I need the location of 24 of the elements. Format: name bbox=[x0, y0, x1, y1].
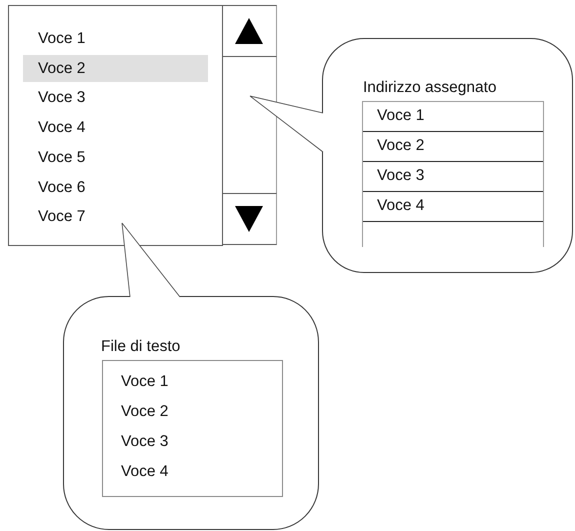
callout-pointer bbox=[122, 222, 180, 298]
list-item: Voce 3 bbox=[38, 89, 86, 108]
callout-heading: File di testo bbox=[101, 338, 180, 356]
callout-heading: Indirizzo assegnato bbox=[363, 79, 497, 97]
speech-bubble bbox=[322, 38, 573, 273]
text-file-box bbox=[102, 360, 283, 497]
table-cell: Voce 2 bbox=[377, 137, 424, 155]
speech-bubble bbox=[63, 296, 319, 530]
table-cell: Voce 3 bbox=[377, 167, 424, 185]
list-item: Voce 4 bbox=[38, 119, 86, 138]
address-table bbox=[362, 101, 544, 247]
list-item: Voce 2 bbox=[121, 403, 168, 421]
list-box bbox=[8, 5, 223, 246]
list-item: Voce 4 bbox=[121, 463, 168, 481]
list-item: Voce 7 bbox=[38, 208, 86, 226]
list-item: Voce 1 bbox=[121, 373, 168, 391]
list-item: Voce 2 bbox=[38, 60, 86, 78]
callout-pointer bbox=[250, 96, 324, 152]
table-cell: Voce 4 bbox=[377, 197, 424, 215]
list-item: Voce 1 bbox=[38, 30, 86, 48]
table-cell: Voce 1 bbox=[377, 107, 424, 125]
list-item: Voce 6 bbox=[38, 178, 86, 196]
list-item: Voce 3 bbox=[121, 433, 168, 451]
list-item: Voce 5 bbox=[38, 148, 86, 167]
